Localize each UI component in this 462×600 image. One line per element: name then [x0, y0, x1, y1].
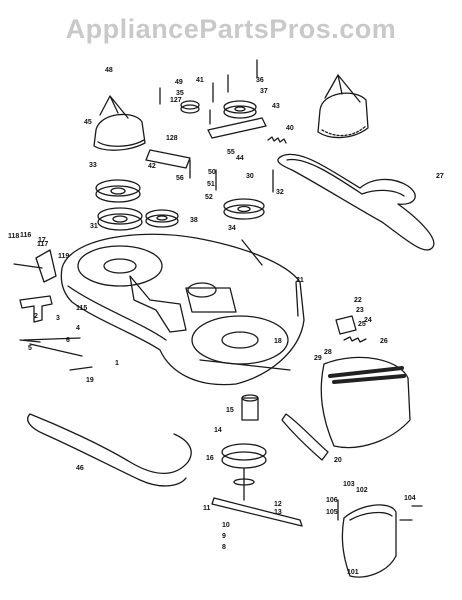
callout-26: 26 [380, 338, 388, 345]
pulley-lower-left [97, 207, 143, 231]
callout-40: 40 [286, 125, 294, 132]
callout-20: 20 [334, 457, 342, 464]
callout-33: 33 [89, 162, 97, 169]
callout-102: 102 [356, 487, 368, 494]
callout-16: 16 [206, 455, 214, 462]
callout-30: 30 [246, 173, 254, 180]
callout-46: 46 [76, 465, 84, 472]
callout-15: 15 [226, 407, 234, 414]
callout-127: 127 [170, 97, 182, 104]
callout-13: 13 [274, 509, 282, 516]
callout-12: 12 [274, 501, 282, 508]
callout-35: 35 [176, 90, 184, 97]
spring [267, 136, 287, 144]
callout-8: 8 [222, 544, 226, 551]
callout-9: 9 [222, 533, 226, 540]
callout-27: 27 [436, 173, 444, 180]
callout-17: 17 [38, 237, 46, 244]
callout-103: 103 [343, 481, 355, 488]
callout-104: 104 [404, 495, 416, 502]
callout-18: 18 [274, 338, 282, 345]
pulley-center [145, 209, 179, 228]
callout-43: 43 [272, 103, 280, 110]
callout-101: 101 [347, 569, 359, 576]
callout-22: 22 [354, 297, 362, 304]
callout-2: 2 [34, 313, 38, 320]
deck-belt [27, 413, 192, 487]
callout-3: 3 [56, 315, 60, 322]
bracket [145, 149, 191, 169]
hardware-bolts [337, 499, 423, 521]
callout-11: 11 [203, 505, 211, 512]
callout-42: 42 [148, 163, 156, 170]
callout-44: 44 [236, 155, 244, 162]
callout-36: 36 [256, 77, 264, 84]
callout-55: 55 [227, 149, 235, 156]
callout-37: 37 [260, 88, 268, 95]
callout-4: 4 [76, 325, 80, 332]
callout-25: 25 [358, 321, 366, 328]
belt-cover-left [93, 95, 146, 151]
callout-49: 49 [175, 79, 183, 86]
stabilizer-rod [23, 337, 83, 357]
callout-24: 24 [364, 317, 372, 324]
discharge-deflector [320, 315, 411, 449]
callout-10: 10 [222, 522, 230, 529]
mower-deck [60, 233, 305, 386]
callout-6: 6 [66, 337, 70, 344]
callout-117: 117 [37, 241, 48, 248]
link-bracket [35, 249, 57, 283]
pulley-right [223, 198, 265, 220]
callout-19: 19 [86, 377, 94, 384]
callout-52: 52 [205, 194, 213, 201]
callout-116: 116 [20, 232, 31, 239]
callout-50: 50 [208, 169, 216, 176]
callout-51: 51 [207, 181, 215, 188]
callout-1: 1 [115, 360, 119, 367]
drive-belt [277, 153, 435, 251]
support-arm [281, 413, 329, 461]
pulley-upper-left [95, 179, 141, 203]
callout-48: 48 [105, 67, 113, 74]
callout-28: 28 [324, 349, 332, 356]
callout-118: 118 [8, 233, 19, 240]
callout-106: 106 [326, 497, 338, 504]
callout-105: 105 [326, 509, 338, 516]
deck-hanger-left [19, 295, 53, 323]
callout-32: 32 [276, 189, 284, 196]
callout-56: 56 [176, 175, 184, 182]
callout-21: 21 [296, 277, 304, 284]
belt-cover-right [317, 74, 369, 139]
spindle-assembly [221, 394, 267, 501]
watermark: AppliancePartsPros.com [65, 14, 397, 44]
callout-14: 14 [214, 427, 222, 434]
callout-38: 38 [190, 217, 198, 224]
mulch-cover [341, 504, 397, 578]
idler-pulley-small [180, 100, 200, 114]
callout-5: 5 [28, 345, 32, 352]
callout-119: 119 [58, 253, 69, 260]
callout-128: 128 [166, 135, 178, 142]
idler-arm [207, 117, 267, 139]
callout-115: 115 [76, 305, 87, 312]
callout-23: 23 [356, 307, 364, 314]
callout-34: 34 [228, 225, 236, 232]
callout-31: 31 [90, 223, 98, 230]
mower-blade [211, 497, 303, 527]
callout-41: 41 [196, 77, 204, 84]
callout-45: 45 [84, 119, 92, 126]
idler-pulley-top [223, 100, 257, 119]
callout-29: 29 [314, 355, 322, 362]
